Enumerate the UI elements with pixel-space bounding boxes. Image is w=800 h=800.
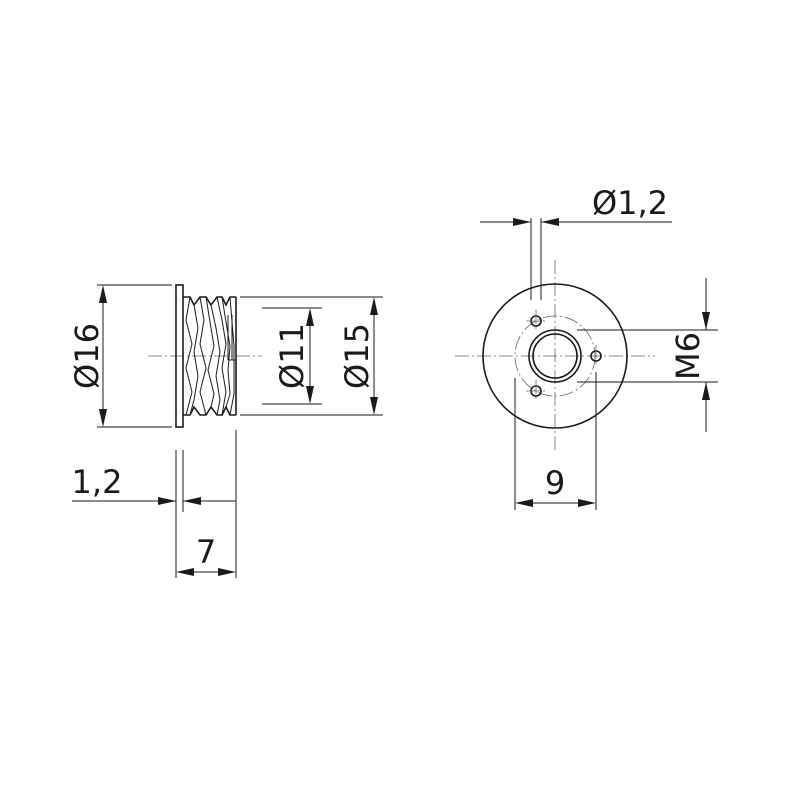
flange: [175, 284, 184, 428]
side-view: Ø16 Ø11 Ø15 1,2 7: [68, 284, 383, 578]
thread-inner-circle: [532, 333, 578, 379]
dim-thread-label: M6: [669, 332, 707, 380]
threaded-body: [183, 296, 237, 416]
dim-flange-thickness-label: 1,2: [72, 463, 123, 501]
dim-hole-diameter: Ø1,2: [480, 184, 672, 226]
dim-head-diameter-label: Ø16: [68, 323, 106, 389]
dim-hole-spacing: 9: [515, 464, 596, 507]
front-extension-lines: [514, 218, 718, 510]
dim-thread: M6: [669, 278, 710, 432]
dim-head-diameter: Ø16: [68, 285, 107, 427]
dim-outer-diameter: Ø15: [338, 297, 378, 415]
dim-outer-diameter-label: Ø15: [338, 323, 376, 389]
side-extension-lines: [97, 284, 383, 578]
dim-hole-spacing-label: 9: [545, 464, 565, 502]
front-view: Ø1,2 M6 9: [455, 184, 718, 510]
dim-hole-diameter-label: Ø1,2: [592, 184, 668, 222]
dim-length-label: 7: [196, 533, 216, 571]
flange-circle: [482, 283, 628, 429]
dim-length: 7: [176, 533, 236, 576]
bolt-circle: [514, 315, 596, 397]
dim-flange-thickness: 1,2: [72, 463, 236, 505]
dim-inner-diameter-label: Ø11: [273, 323, 311, 389]
thread-outer-circle: [528, 329, 582, 383]
dim-inner-diameter: Ø11: [273, 308, 314, 404]
